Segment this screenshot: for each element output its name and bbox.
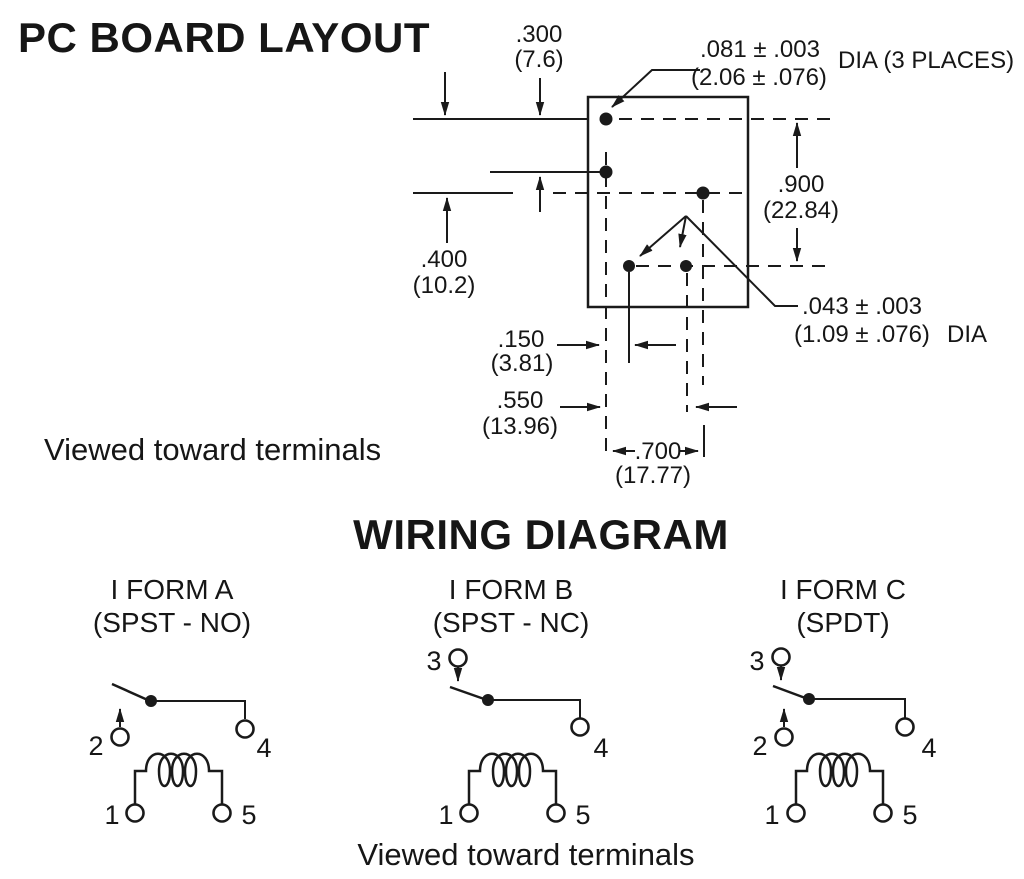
terminal-1-circle bbox=[459, 803, 479, 823]
wiring-form-c: I FORM C (SPDT) 3 4 2 1 5 bbox=[749, 574, 936, 830]
hole-1 bbox=[599, 112, 613, 126]
terminal-4-circle bbox=[895, 717, 915, 737]
dim-300-mm: (7.6) bbox=[514, 46, 563, 73]
terminal-1-circle bbox=[125, 803, 145, 823]
hole-large-inch: .081 ± .003 bbox=[700, 36, 820, 63]
hole-small-mm: (1.09 ± .076) bbox=[794, 321, 930, 348]
terminal-4-label: 4 bbox=[921, 733, 936, 763]
form-c-type: (SPDT) bbox=[796, 607, 889, 638]
wire-to-terminal-4 bbox=[809, 698, 906, 718]
terminal-4-circle bbox=[235, 719, 255, 739]
terminal-3-circle bbox=[771, 647, 791, 667]
terminal-3-label: 3 bbox=[426, 646, 441, 676]
switch-blade bbox=[772, 684, 809, 701]
wire-to-terminal-4 bbox=[488, 699, 581, 718]
wiring-caption: Viewed toward terminals bbox=[357, 837, 694, 872]
hole-4 bbox=[623, 260, 635, 272]
callout-leader-large-hole bbox=[611, 69, 700, 108]
hole-large-note: DIA (3 PLACES) bbox=[838, 47, 1014, 74]
terminal-5-label: 5 bbox=[241, 800, 256, 830]
board-outline bbox=[586, 95, 750, 309]
callout-leader-small-hole bbox=[685, 215, 798, 307]
wiring-form-b: I FORM B (SPST - NC) 3 4 1 5 bbox=[426, 574, 608, 830]
dim-550-mm: (13.96) bbox=[482, 413, 558, 440]
terminal-5-label: 5 bbox=[575, 800, 590, 830]
hole-small-inch: .043 ± .003 bbox=[802, 293, 922, 320]
terminal-4-label: 4 bbox=[256, 733, 271, 763]
form-c-name: I FORM C bbox=[780, 574, 906, 605]
callout-arrow-hole4 bbox=[639, 215, 687, 257]
dim-900-mm: (22.84) bbox=[763, 197, 839, 224]
coil bbox=[794, 752, 885, 804]
terminal-2-label: 2 bbox=[88, 731, 103, 761]
callout-arrow-hole5 bbox=[678, 215, 687, 248]
dim-550-inch: .550 bbox=[497, 387, 544, 414]
wiring-diagram-section: WIRING DIAGRAM Viewed toward terminals I… bbox=[88, 511, 936, 872]
terminal-5-label: 5 bbox=[902, 800, 917, 830]
dim-700-mm: (17.77) bbox=[615, 462, 691, 489]
switch-blade bbox=[449, 685, 488, 702]
terminal-1-label: 1 bbox=[438, 800, 453, 830]
pcb-caption: Viewed toward terminals bbox=[44, 432, 381, 467]
pcb-title: PC BOARD LAYOUT bbox=[18, 14, 430, 61]
terminal-1-label: 1 bbox=[104, 800, 119, 830]
terminal-4-circle bbox=[570, 717, 590, 737]
wiring-title: WIRING DIAGRAM bbox=[353, 511, 729, 558]
terminal-1-label: 1 bbox=[764, 800, 779, 830]
dim-300-inch: .300 bbox=[516, 21, 563, 48]
terminal-5-circle bbox=[873, 803, 893, 823]
dim-150-inch: .150 bbox=[498, 326, 545, 353]
form-b-name: I FORM B bbox=[449, 574, 573, 605]
wiring-form-a: I FORM A (SPST - NO) 4 2 1 5 bbox=[88, 574, 271, 830]
terminal-2-circle bbox=[110, 727, 130, 747]
hole-5 bbox=[680, 260, 692, 272]
pcb-layout-section: PC BOARD LAYOUT Viewed toward terminals … bbox=[18, 14, 1014, 489]
dim-900-inch: .900 bbox=[778, 171, 825, 198]
terminal-5-circle bbox=[546, 803, 566, 823]
terminal-3-circle bbox=[448, 648, 468, 668]
dim-400-inch: .400 bbox=[421, 246, 468, 273]
dim-400-mm: (10.2) bbox=[413, 272, 476, 299]
switch-blade bbox=[111, 682, 151, 703]
hole-small-note: DIA bbox=[947, 321, 987, 348]
hole-large-mm: (2.06 ± .076) bbox=[691, 64, 827, 91]
coil bbox=[467, 752, 558, 804]
dim-150-mm: (3.81) bbox=[491, 350, 554, 377]
form-a-type: (SPST - NO) bbox=[93, 607, 251, 638]
hole-2 bbox=[599, 165, 613, 179]
dim-700-inch: .700 bbox=[635, 438, 682, 465]
coil bbox=[133, 752, 224, 804]
terminal-3-label: 3 bbox=[749, 646, 764, 676]
wire-to-terminal-4 bbox=[151, 700, 246, 719]
terminal-1-circle bbox=[786, 803, 806, 823]
terminal-4-label: 4 bbox=[593, 733, 608, 763]
form-b-type: (SPST - NC) bbox=[433, 607, 590, 638]
terminal-2-label: 2 bbox=[752, 731, 767, 761]
terminal-5-circle bbox=[212, 803, 232, 823]
hole-3 bbox=[696, 186, 710, 200]
form-a-name: I FORM A bbox=[111, 574, 234, 605]
terminal-2-circle bbox=[774, 727, 794, 747]
